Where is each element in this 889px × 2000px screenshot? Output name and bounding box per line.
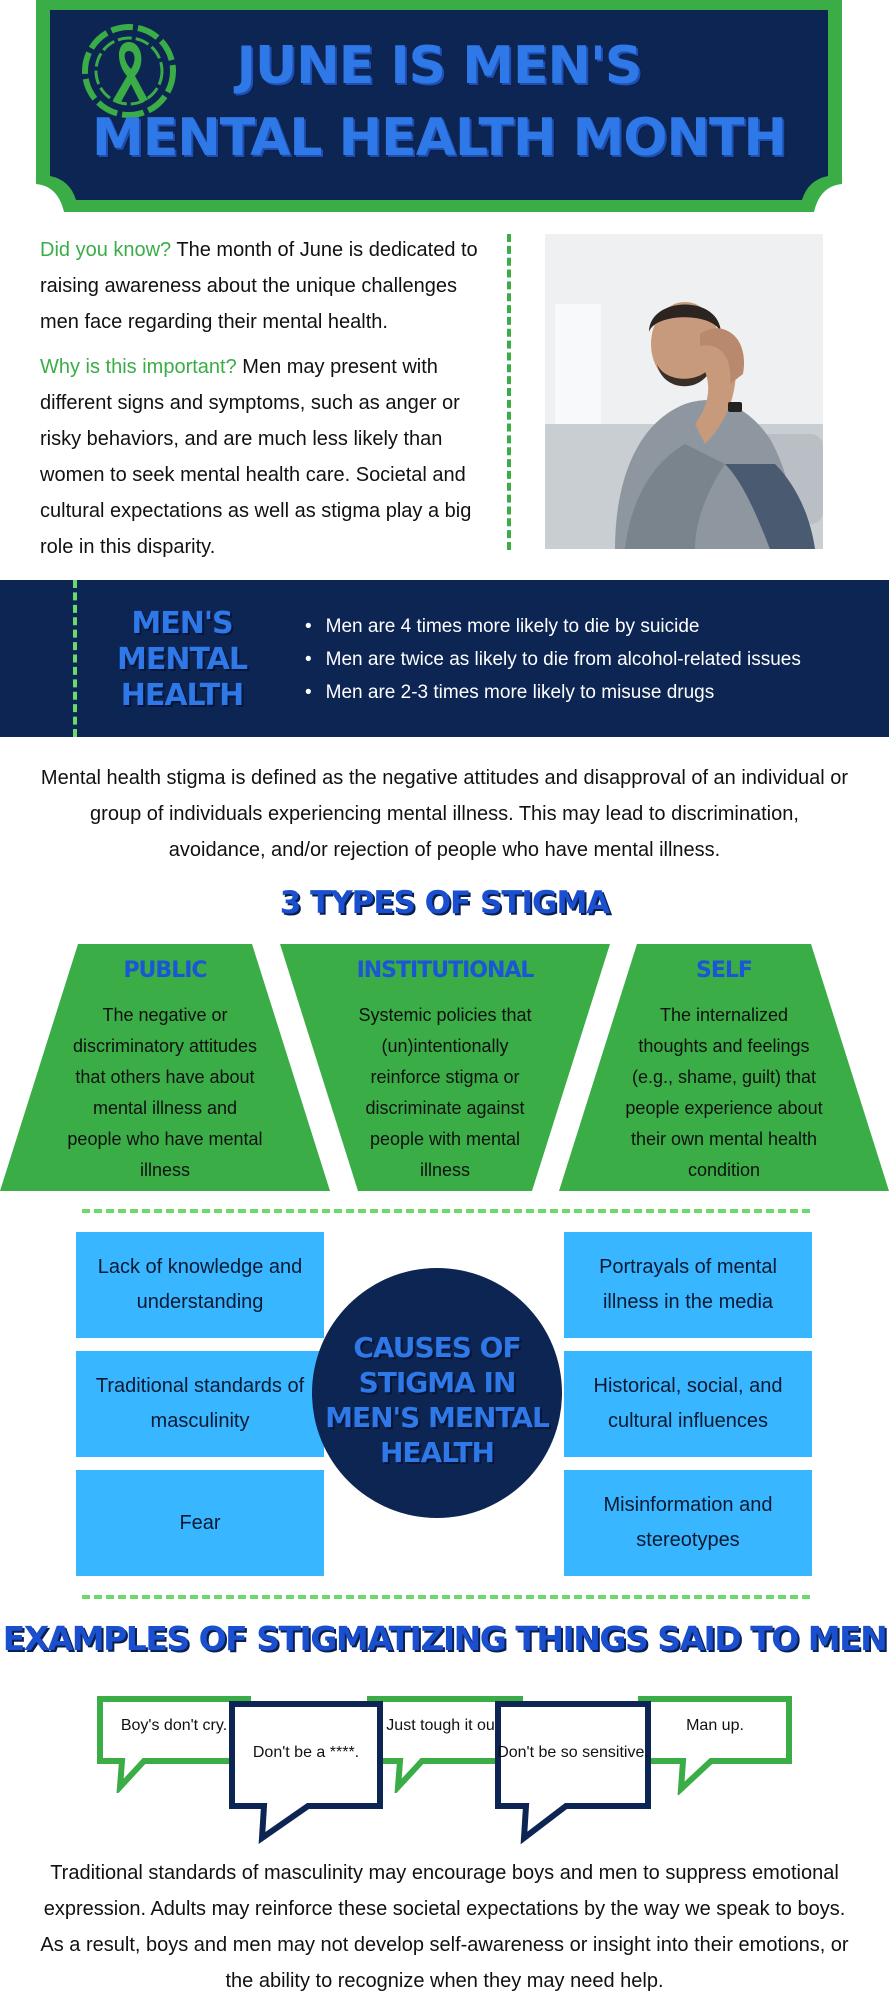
banner-frame	[36, 0, 842, 212]
stigma-type-heading: SELF	[696, 958, 753, 983]
stigma-type-heading: PUBLIC	[123, 958, 207, 983]
stigma-type-text: Systemic policies that (un)intentionally…	[358, 1005, 532, 1180]
speech-bubble-text: Man up.	[686, 1717, 744, 1734]
stigma-type-heading: INSTITUTIONAL	[356, 958, 535, 983]
speech-bubble: Don't be a ****.	[228, 1700, 384, 1844]
stats-divider	[73, 580, 77, 737]
section-divider	[82, 1209, 810, 1213]
stats-label: MEN'S MENTAL HEALTH	[117, 606, 248, 713]
speech-bubble: Man up.	[637, 1695, 793, 1795]
men-mental-health-stats-band: MEN'S MENTAL HEALTH Men are 4 times more…	[0, 580, 889, 737]
stigma-type-public: PUBLIC The negative or discriminatory at…	[0, 944, 330, 1191]
stat-item: Men are 4 times more likely to die by su…	[326, 610, 801, 643]
types-of-stigma-title: 3 TYPES OF STIGMA	[279, 885, 611, 921]
section-divider	[82, 1595, 810, 1599]
closing-paragraph: Traditional standards of masculinity may…	[40, 1862, 849, 1992]
cause-box-left-1: Lack of knowledge and understanding	[76, 1232, 324, 1338]
cause-box-right-1: Portrayals of mental illness in the medi…	[564, 1232, 812, 1338]
why-important-lead: Why is this important?	[40, 356, 237, 378]
banner-title-line-1: JUNE IS MEN'S	[236, 36, 643, 96]
title-banner: JUNE IS MEN'S MENTAL HEALTH MONTH	[36, 0, 842, 212]
speech-bubble-text: Don't be so sensitive.	[497, 1744, 649, 1761]
intro-divider	[507, 234, 511, 550]
stigma-definition: Mental health stigma is defined as the n…	[40, 767, 849, 861]
why-important-text: Men may present with different signs and…	[40, 356, 472, 558]
stigma-type-text: The negative or discriminatory attitudes…	[67, 1005, 263, 1180]
stigma-type-self: SELF The internalized thoughts and feeli…	[559, 944, 889, 1191]
awareness-ribbon-stamp-icon	[82, 24, 176, 118]
speech-bubble-text: Just tough it out.	[386, 1717, 504, 1734]
cause-box-left-3: Fear	[76, 1470, 324, 1576]
did-you-know-paragraph: Did you know? The month of June is dedic…	[40, 232, 495, 340]
speech-bubble: Don't be so sensitive.	[494, 1700, 652, 1844]
stigma-type-institutional: INSTITUTIONAL Systemic policies that (un…	[280, 944, 610, 1191]
cause-box-right-3: Misinformation and stereotypes	[564, 1470, 812, 1576]
examples-title: EXAMPLES OF STIGMATIZING THINGS SAID TO …	[2, 1619, 888, 1658]
did-you-know-lead: Did you know?	[40, 239, 172, 261]
causes-center-title: CAUSES OF STIGMA IN MEN'S MENTAL HEALTH	[325, 1331, 550, 1469]
cause-box-left-2: Traditional standards of masculinity	[76, 1351, 324, 1457]
stressed-man-photo	[545, 234, 823, 549]
stigma-type-text: The internalized thoughts and feelings (…	[625, 1005, 823, 1180]
stat-item: Men are twice as likely to die from alco…	[326, 643, 801, 676]
stat-item: Men are 2-3 times more likely to misuse …	[326, 676, 801, 709]
causes-center-circle	[312, 1268, 562, 1518]
stats-list: Men are 4 times more likely to die by su…	[305, 610, 801, 709]
speech-bubble-text: Boy's don't cry.	[120, 1717, 228, 1734]
banner-title-line-2: MENTAL HEALTH MONTH	[91, 108, 787, 168]
speech-bubble-text: Don't be a ****.	[252, 1744, 360, 1761]
did-you-know-text: The month of June is dedicated to raisin…	[40, 239, 478, 333]
why-important-paragraph: Why is this important? Men may present w…	[40, 349, 495, 565]
cause-box-right-2: Historical, social, and cultural influen…	[564, 1351, 812, 1457]
